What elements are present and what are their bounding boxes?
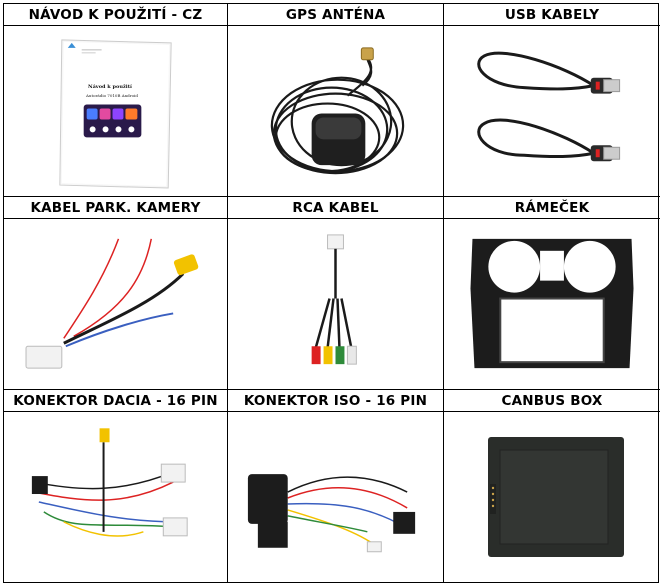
parking-camera-cable-icon <box>25 238 199 369</box>
header-rca-label: RCA KABEL <box>292 199 379 216</box>
rca-cable-cell <box>228 219 444 390</box>
accessories-table: NÁVOD K POUŽITÍ - CZ GPS ANTÉNA USB KABE… <box>3 3 660 583</box>
header-manual: NÁVOD K POUŽITÍ - CZ <box>4 4 228 26</box>
iso-connector-harness-icon <box>247 474 416 553</box>
camera-cable-cell <box>4 219 228 390</box>
header-iso-label: KONEKTOR ISO - 16 PIN <box>243 392 428 409</box>
manual-title: Návod k použití <box>88 84 132 90</box>
manual-document-icon <box>59 39 172 189</box>
dashboard-frame-icon <box>470 238 634 369</box>
canbus-box-cell <box>444 412 660 582</box>
header-dacia: KONEKTOR DACIA - 16 PIN <box>4 390 228 412</box>
header-usb: USB KABELY <box>444 4 660 26</box>
dacia-connector-cell <box>4 412 228 582</box>
iso-connector-cell <box>228 412 444 582</box>
header-dacia-label: KONEKTOR DACIA - 16 PIN <box>13 392 218 409</box>
manual-cell: Návod k použití Autorádio 7010B Android <box>4 26 228 197</box>
frame-cell <box>444 219 660 390</box>
header-canbus: CANBUS BOX <box>444 390 660 412</box>
gps-cell <box>228 26 444 197</box>
header-camera: KABEL PARK. KAMERY <box>4 197 228 219</box>
canbus-box-icon <box>488 437 624 557</box>
dacia-connector-harness-icon <box>31 428 188 537</box>
gps-antenna-icon <box>270 47 405 175</box>
header-usb-label: USB KABELY <box>504 6 600 23</box>
usb-cables-icon <box>477 51 621 162</box>
usb-cell <box>444 26 660 197</box>
header-frame: RÁMEČEK <box>444 197 660 219</box>
header-frame-label: RÁMEČEK <box>514 199 590 216</box>
header-manual-label: NÁVOD K POUŽITÍ - CZ <box>28 6 203 23</box>
rca-cable-icon <box>311 234 357 365</box>
header-iso: KONEKTOR ISO - 16 PIN <box>228 390 444 412</box>
header-gps-label: GPS ANTÉNA <box>285 6 386 23</box>
header-rca: RCA KABEL <box>228 197 444 219</box>
header-canbus-label: CANBUS BOX <box>501 392 603 409</box>
header-camera-label: KABEL PARK. KAMERY <box>30 199 201 216</box>
manual-subtitle: Autorádio 7010B Android <box>86 93 138 98</box>
header-gps: GPS ANTÉNA <box>228 4 444 26</box>
